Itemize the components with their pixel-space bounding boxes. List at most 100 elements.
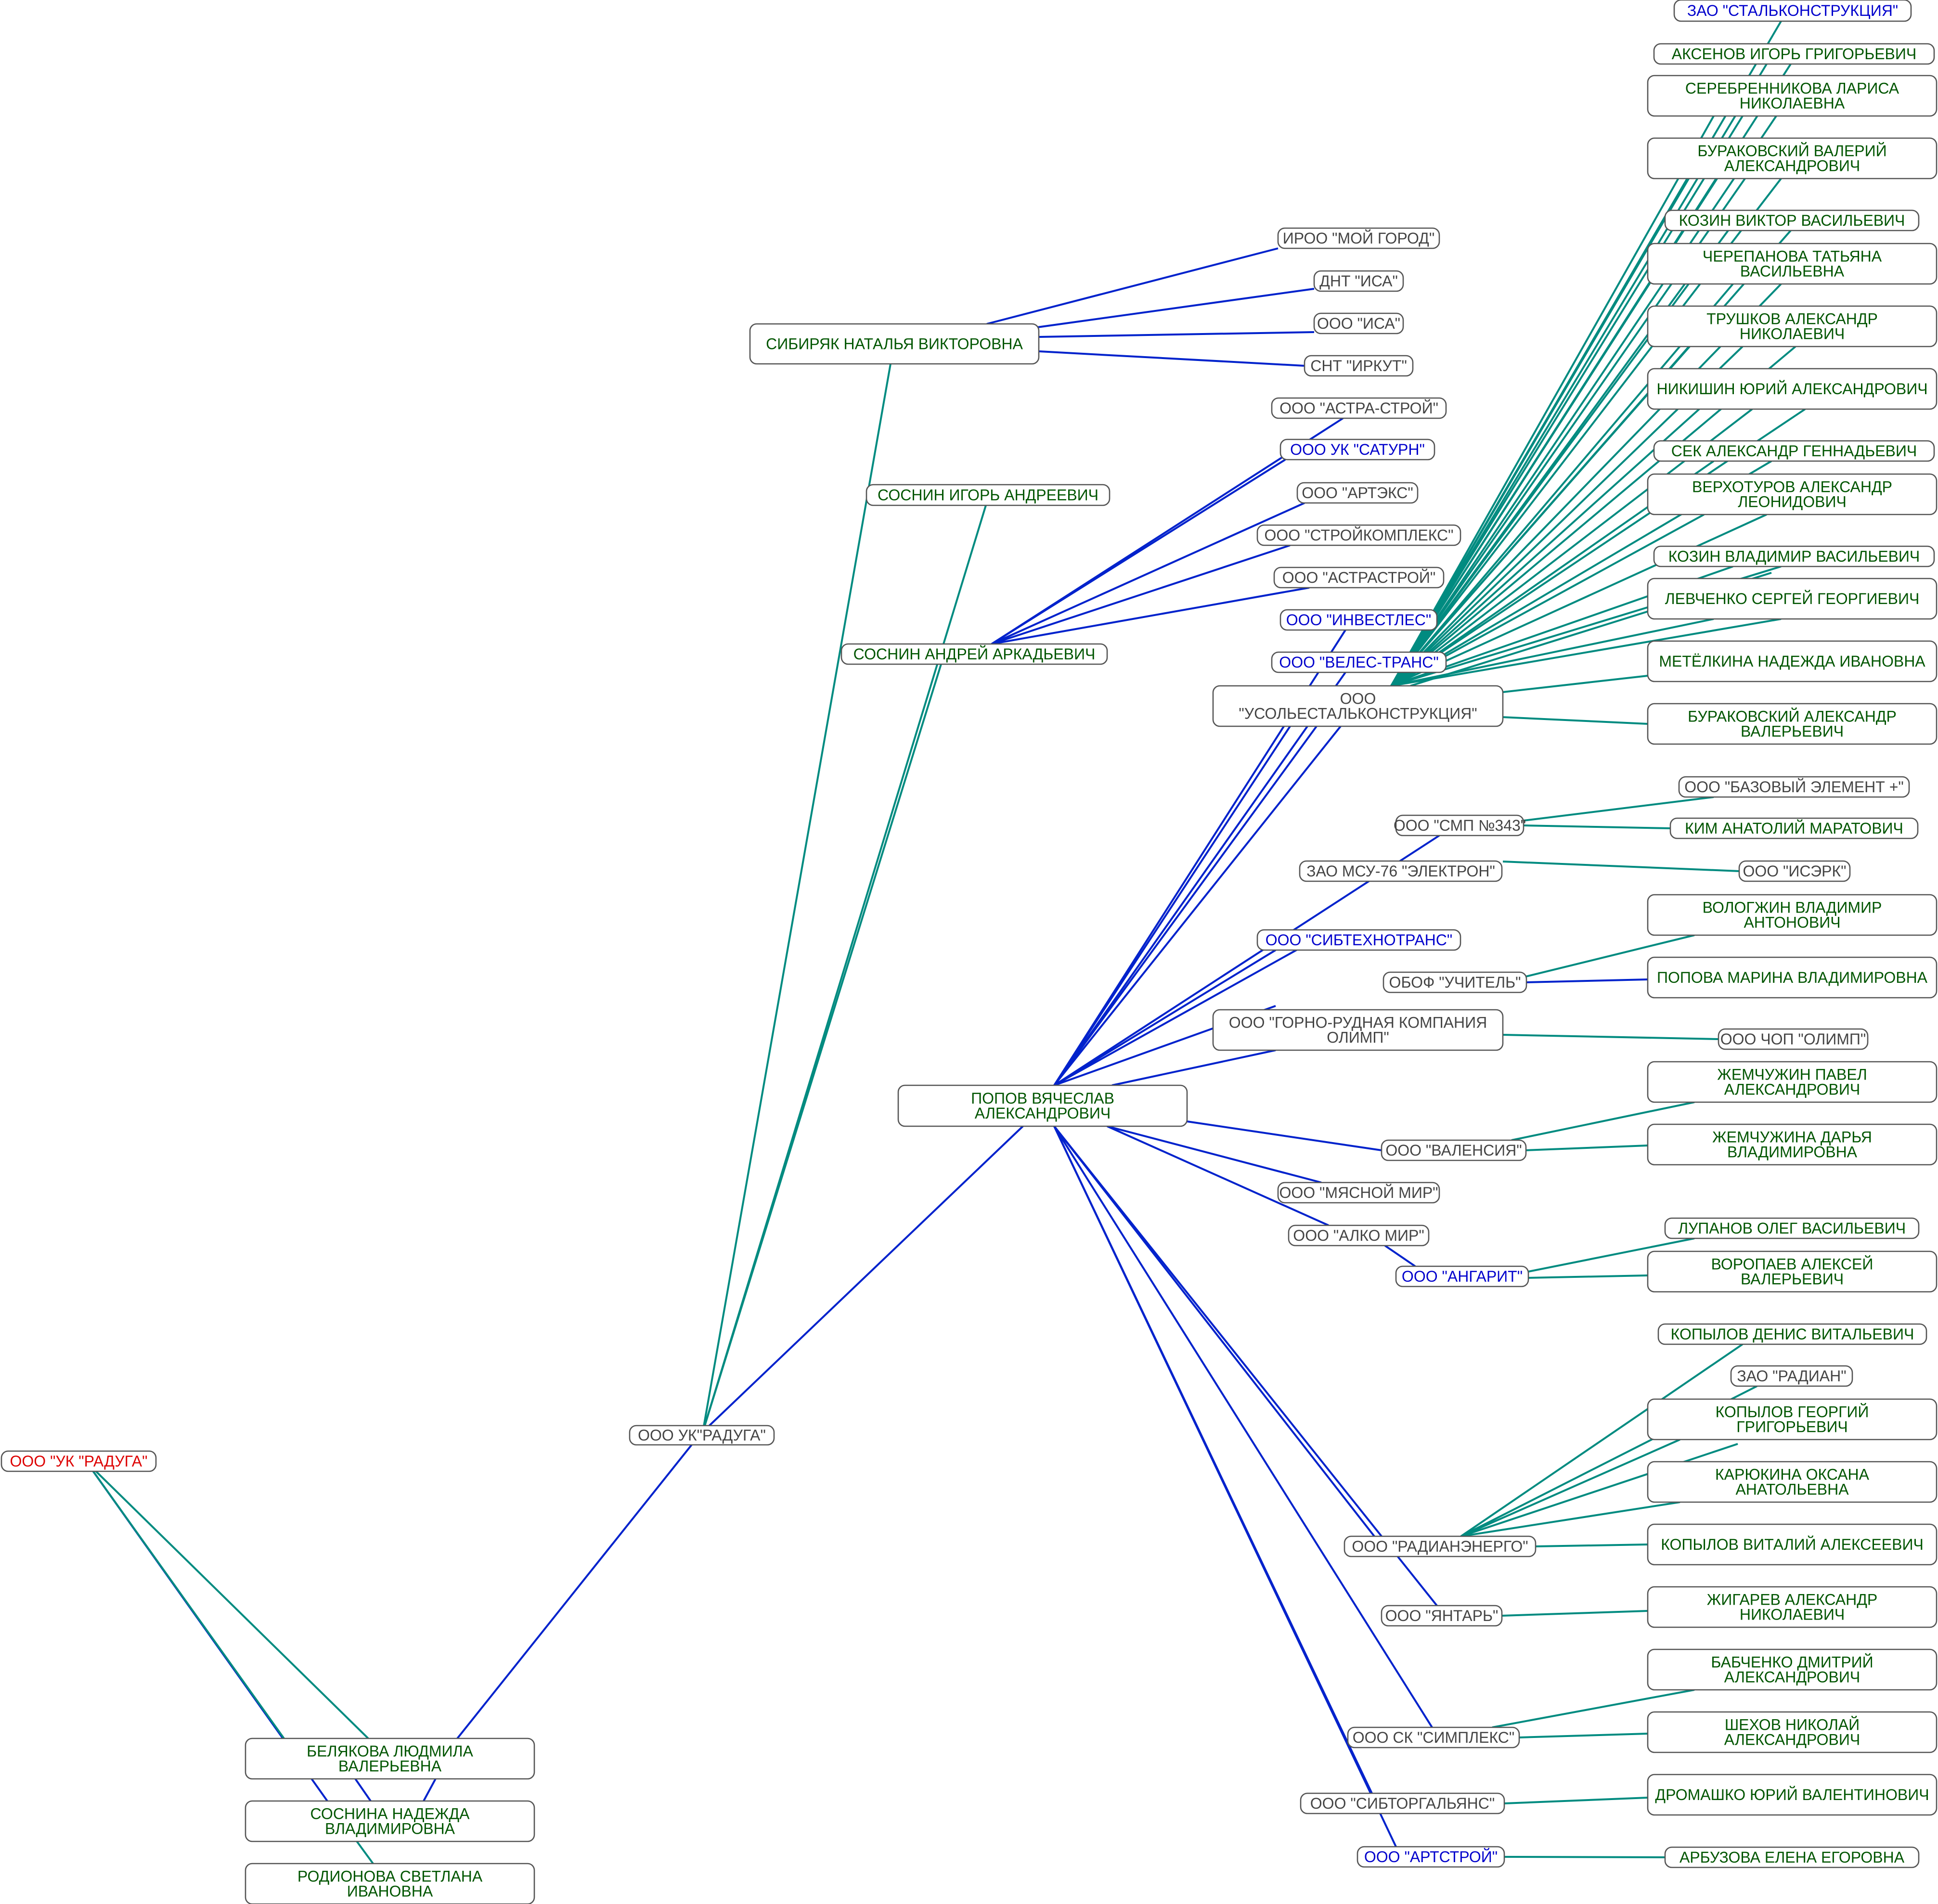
node-label: ДНТ "ИСА" xyxy=(1319,272,1398,290)
edge-line xyxy=(1502,716,1648,725)
node-astrastroy[interactable]: ООО "АСТРАСТРОЙ" xyxy=(1273,566,1445,589)
node-box xyxy=(1279,438,1435,461)
node-nikishin[interactable]: НИКИШИН ЮРИЙ АЛЕКСАНДРОВИЧ xyxy=(1647,368,1938,410)
edge-line xyxy=(1391,618,1782,687)
node-label: ОБОФ "УЧИТЕЛЬ" xyxy=(1389,974,1521,991)
node-sibiryak[interactable]: СИБИРЯК НАТАЛЬЯ ВИКТОРОВНА xyxy=(749,323,1040,365)
node-radian[interactable]: ЗАО "РАДИАН" xyxy=(1730,1365,1853,1387)
node-label: ООО "ИСЭРК" xyxy=(1743,862,1846,880)
node-smp343[interactable]: ООО "СМП №343" xyxy=(1394,814,1526,836)
node-box xyxy=(1277,227,1440,249)
node-sek[interactable]: СЕК АЛЕКСАНДР ГЕННАДЬЕВИЧ xyxy=(1653,440,1935,462)
node-box xyxy=(1669,817,1919,839)
node-arbuzova[interactable]: АРБУЗОВА ЕЛЕНА ЕГОРОВНА xyxy=(1664,1846,1920,1868)
node-uchitel[interactable]: ОБОФ "УЧИТЕЛЬ" xyxy=(1382,971,1527,993)
node-label: ООО "МЯСНОЙ МИР" xyxy=(1279,1184,1438,1201)
node-astra-stroy[interactable]: ООО "АСТРА-СТРОЙ" xyxy=(1271,397,1447,419)
node-label: ООО "АРТЭКС" xyxy=(1302,484,1413,502)
node-ooo-isa[interactable]: ООО "ИСА" xyxy=(1313,312,1404,334)
node-levchenko[interactable]: ЛЕВЧЕНКО СЕРГЕЙ ГЕОРГИЕВИЧ xyxy=(1647,578,1938,620)
edge-line xyxy=(991,502,1305,645)
node-valensiya[interactable]: ООО "ВАЛЕНСИЯ" xyxy=(1381,1139,1527,1161)
node-yantar[interactable]: ООО "ЯНТАРЬ" xyxy=(1381,1605,1503,1627)
node-investles[interactable]: ООО "ИНВЕСТЛЕС" xyxy=(1279,609,1438,631)
node-box xyxy=(1647,703,1938,745)
node-box xyxy=(1256,524,1461,546)
node-myasnoy[interactable]: ООО "МЯСНОЙ МИР" xyxy=(1277,1182,1440,1204)
edge-line xyxy=(1053,725,1318,1086)
node-metelkina[interactable]: МЕТЁЛКИНА НАДЕЖДА ИВАНОВНА xyxy=(1647,640,1938,682)
node-sibtekhnotrans[interactable]: ООО "СИБТЕХНОТРАНС" xyxy=(1256,929,1461,951)
node-stalkonstr[interactable]: ЗАО "СТАЛЬКОНСТРУКЦИЯ" xyxy=(1673,0,1912,22)
node-label: КОЗИН ВЛАДИМИР ВАСИЛЬЕВИЧ xyxy=(1668,548,1920,565)
node-uk-raduga-root[interactable]: ООО "УК "РАДУГА" xyxy=(0,1450,157,1472)
node-label: ЗАО МСУ-76 "ЭЛЕКТРОН" xyxy=(1306,862,1495,880)
edge-line xyxy=(1107,1125,1322,1184)
node-usolye[interactable]: ООО"УСОЛЬЕСТАЛЬКОНСТРУКЦИЯ" xyxy=(1212,685,1504,727)
node-label: ТРУШКОВ АЛЕКСАНДР xyxy=(1706,310,1878,328)
edge-line xyxy=(456,1442,694,1739)
node-lupanov[interactable]: ЛУПАНОВ ОЛЕГ ВАСИЛЬЕВИЧ xyxy=(1664,1217,1920,1239)
node-label: ШЕХОВ НИКОЛАЙ xyxy=(1725,1716,1860,1734)
node-label: НИКОЛАЕВИЧ xyxy=(1740,1606,1845,1623)
node-bazovy[interactable]: ООО "БАЗОВЫЙ ЭЛЕМЕНТ +" xyxy=(1678,776,1910,798)
node-angarit[interactable]: ООО "АНГАРИТ" xyxy=(1395,1265,1529,1287)
node-alko[interactable]: ООО "АЛКО МИР" xyxy=(1288,1224,1430,1247)
node-kozin-vladimir[interactable]: КОЗИН ВЛАДИМИР ВАСИЛЬЕВИЧ xyxy=(1653,545,1935,567)
node-artstroy[interactable]: ООО "АРТСТРОЙ" xyxy=(1357,1846,1505,1868)
node-kopylov-v[interactable]: КОПЫЛОВ ВИТАЛИЙ АЛЕКСЕЕВИЧ xyxy=(1647,1523,1938,1566)
node-box xyxy=(1647,640,1938,682)
node-popova[interactable]: ПОПОВА МАРИНА ВЛАДИМИРОВНА xyxy=(1647,956,1938,999)
node-stroykompleks[interactable]: ООО "СТРОЙКОМПЛЕКС" xyxy=(1256,524,1461,546)
node-radianenergo[interactable]: ООО "РАДИАНЭНЕРГО" xyxy=(1344,1535,1537,1557)
node-iserk[interactable]: ООО "ИСЭРК" xyxy=(1738,860,1851,882)
node-kozin-viktor[interactable]: КОЗИН ВИКТОР ВАСИЛЬЕВИЧ xyxy=(1664,209,1920,232)
node-sibtorg[interactable]: ООО "СИБТОРГАЛЬЯНС" xyxy=(1300,1792,1505,1814)
node-soslin-andrey[interactable]: СОСНИН АНДРЕЙ АРКАДЬЕВИЧ xyxy=(840,643,1108,665)
node-kopylov-d[interactable]: КОПЫЛОВ ДЕНИС ВИТАЛЬЕВИЧ xyxy=(1657,1323,1927,1345)
node-arteks[interactable]: ООО "АРТЭКС" xyxy=(1296,482,1419,504)
node-dromashko[interactable]: ДРОМАШКО ЮРИЙ ВАЛЕНТИНОВИЧ xyxy=(1647,1774,1938,1816)
node-saturn[interactable]: ООО УК "САТУРН" xyxy=(1279,438,1435,461)
node-simpleks[interactable]: ООО СК "СИМПЛЕКС" xyxy=(1347,1726,1520,1749)
node-aksenov[interactable]: АКСЕНОВ ИГОРЬ ГРИГОРЬЕВИЧ xyxy=(1653,43,1935,65)
node-box xyxy=(1256,929,1461,951)
node-veles-trans[interactable]: ООО "ВЕЛЕС-ТРАНС" xyxy=(1271,651,1447,673)
node-label: КОЗИН ВИКТОР ВАСИЛЬЕВИЧ xyxy=(1679,212,1905,229)
node-label: АРБУЗОВА ЕЛЕНА ЕГОРОВНА xyxy=(1680,1849,1905,1866)
node-elektron[interactable]: ЗАО МСУ-76 "ЭЛЕКТРОН" xyxy=(1299,860,1503,882)
node-soslin-igor[interactable]: СОСНИН ИГОРЬ АНДРЕЕВИЧ xyxy=(866,484,1111,506)
node-chop[interactable]: ООО ЧОП "ОЛИМП" xyxy=(1718,1028,1869,1050)
edge-line xyxy=(86,1461,285,1739)
edge-line xyxy=(1038,331,1315,338)
node-uk-raduga[interactable]: ООО УК"РАДУГА" xyxy=(629,1425,775,1446)
node-snt-irkut[interactable]: СНТ "ИРКУТ" xyxy=(1304,355,1414,377)
node-kim[interactable]: КИМ АНАТОЛИЙ МАРАТОВИЧ xyxy=(1669,817,1919,839)
node-label: БЕЛЯКОВА ЛЮДМИЛА xyxy=(307,1743,473,1760)
node-dnt-isa[interactable]: ДНТ "ИСА" xyxy=(1313,270,1404,292)
edge-line xyxy=(1390,116,1715,686)
node-iroo[interactable]: ИРОО "МОЙ ГОРОД" xyxy=(1277,227,1440,249)
node-box xyxy=(1647,473,1938,515)
node-box xyxy=(1647,1711,1938,1753)
